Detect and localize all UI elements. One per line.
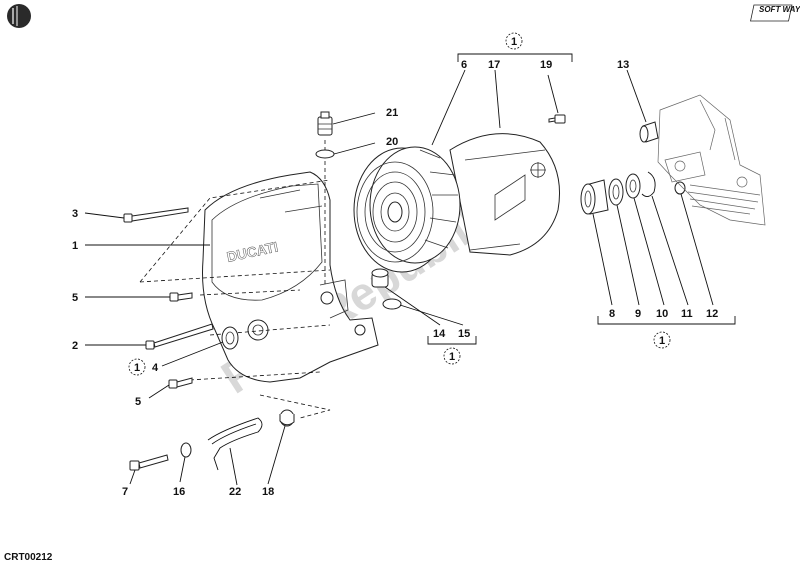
callout-2: 2: [72, 340, 78, 352]
clutch-cover: DUCATI: [202, 171, 379, 383]
clutch-housing-17: [449, 133, 561, 256]
screw-3: [123, 207, 189, 223]
kit-bracket-top: 1: [457, 32, 573, 62]
callout-12: 12: [706, 308, 718, 320]
callout-14: 14: [433, 328, 446, 340]
pressure-plate-6: [353, 146, 461, 273]
wire-clip-22: [207, 417, 263, 471]
leader-lines: [84, 69, 714, 486]
circlip-11: [641, 171, 656, 197]
bushing-13: [639, 121, 659, 143]
callout-3: 3: [72, 208, 78, 220]
screw-7: [129, 454, 169, 471]
bearing-9: [608, 178, 624, 206]
o-ring-12: [674, 181, 686, 195]
callout-16: 16: [173, 486, 185, 498]
callout-18: 18: [262, 486, 274, 498]
callout-5-lower: 5: [135, 396, 141, 408]
kit-bracket-right: 1: [597, 316, 736, 349]
sensor-21: [317, 111, 333, 136]
kit-marker-left-text: 1: [134, 362, 140, 374]
callout-19: 19: [540, 59, 552, 71]
softway-logo: SOFT WAY: [750, 4, 800, 22]
seal-4: [221, 326, 239, 350]
brand-disc-icon: [7, 4, 31, 28]
callout-9: 9: [635, 308, 641, 320]
o-ring-15: [382, 298, 402, 310]
screw-5-upper: [169, 292, 193, 302]
callout-4: 4: [152, 362, 159, 374]
callout-22: 22: [229, 486, 241, 498]
washer-16: [180, 442, 192, 458]
kit-marker-middle: 1: [449, 351, 455, 363]
callout-10: 10: [656, 308, 668, 320]
bearing-10: [625, 173, 641, 199]
screw-19: [548, 114, 566, 124]
plug-14: [371, 268, 389, 288]
brand-logo-text: SOFT WAY: [759, 5, 800, 14]
diagram-code: CRT00212: [4, 552, 53, 563]
callout-8: 8: [609, 308, 615, 320]
callout-17: 17: [488, 59, 500, 71]
kit-marker-left: 1: [128, 358, 146, 376]
bushing-8: [580, 179, 609, 215]
o-ring-20: [315, 149, 335, 159]
kit-marker-right: 1: [659, 335, 665, 347]
callout-20: 20: [386, 136, 398, 148]
callout-21: 21: [386, 107, 398, 119]
screw-5-lower: [168, 377, 193, 389]
screw-2: [145, 323, 214, 350]
callout-6: 6: [461, 59, 467, 71]
callout-11: 11: [681, 308, 693, 320]
kit-marker-top: 1: [511, 36, 517, 48]
callout-1: 1: [72, 240, 78, 252]
callout-15: 15: [458, 328, 470, 340]
callout-5-upper: 5: [72, 292, 78, 304]
spacer-18: [279, 409, 295, 427]
kit-bracket-middle: 1: [427, 336, 477, 365]
callout-7: 7: [122, 486, 128, 498]
engine-case-sketch: [657, 94, 766, 226]
callout-13: 13: [617, 59, 629, 71]
